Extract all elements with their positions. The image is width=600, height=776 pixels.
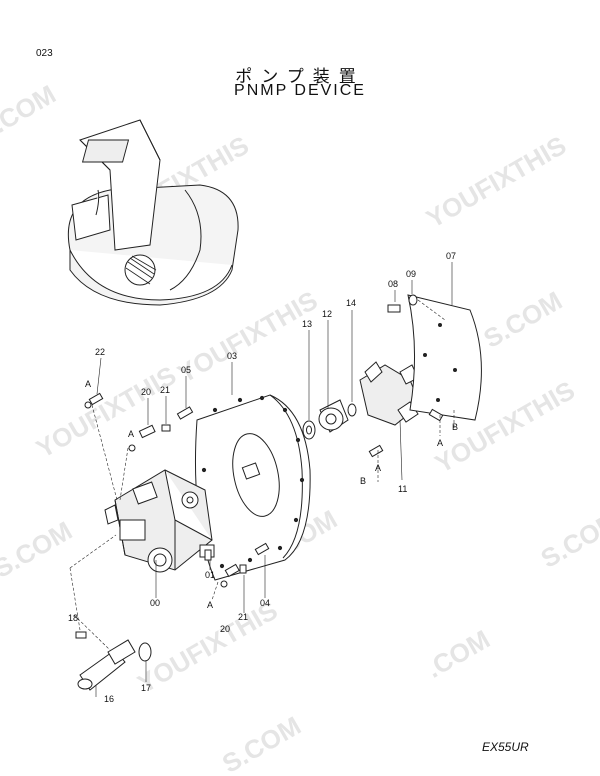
model-number: EX55UR <box>482 740 529 754</box>
ref-b: B <box>452 422 458 432</box>
ref-a: A <box>375 463 381 473</box>
watermark: YOUFIXTHIS <box>31 360 181 464</box>
callout-20: 20 <box>141 387 151 397</box>
page-title-japanese: ポンプ装置 <box>235 67 365 87</box>
callout-21: 21 <box>160 385 170 395</box>
callout-13: 13 <box>302 319 312 329</box>
callout-04: 04 <box>260 598 270 608</box>
ref-a: A <box>437 438 443 448</box>
watermark: YOUFIXTHIS <box>421 130 571 234</box>
callout-labels: 22 A 20 21 A 05 03 13 12 14 08 09 07 A B… <box>68 251 458 704</box>
watermark: YOUFIXTHIS <box>172 285 322 389</box>
leader-lines <box>69 262 455 697</box>
ref-a: A <box>85 379 91 389</box>
callout-20: 20 <box>220 624 230 634</box>
callout-05: 05 <box>181 365 191 375</box>
ref-a: A <box>207 600 213 610</box>
machine-overview-sketch <box>67 119 239 306</box>
callout-21: 21 <box>238 612 248 622</box>
ref-b: B <box>360 476 366 486</box>
watermark: S.COM <box>217 710 306 776</box>
callout-00: 00 <box>150 598 160 608</box>
callout-18: 18 <box>68 613 78 623</box>
callout-16: 16 <box>104 694 114 704</box>
watermark: YOUFIXTHIS <box>132 595 282 699</box>
watermark: S.COM <box>478 285 567 354</box>
callout-07: 07 <box>446 251 456 261</box>
flywheel-plate <box>194 394 311 581</box>
coupling-assembly <box>302 294 482 440</box>
ref-a: A <box>128 429 134 439</box>
callout-03: 03 <box>227 351 237 361</box>
callout-08: 08 <box>388 279 398 289</box>
page-number: 023 <box>36 48 53 59</box>
callout-09: 09 <box>406 269 416 279</box>
callout-12: 12 <box>322 309 332 319</box>
watermark: S.COM <box>536 505 600 574</box>
bolts-and-fittings <box>75 392 444 691</box>
callout-17: 17 <box>141 683 151 693</box>
callout-14: 14 <box>346 298 356 308</box>
callout-22: 22 <box>95 347 105 357</box>
callout-01: 01 <box>205 570 215 580</box>
watermark: S.COM <box>0 515 77 584</box>
page-title-english: PNMP DEVICE <box>234 82 366 99</box>
watermark: .COM <box>0 79 61 139</box>
watermark: .COM <box>421 624 495 684</box>
callout-11: 11 <box>398 484 407 494</box>
